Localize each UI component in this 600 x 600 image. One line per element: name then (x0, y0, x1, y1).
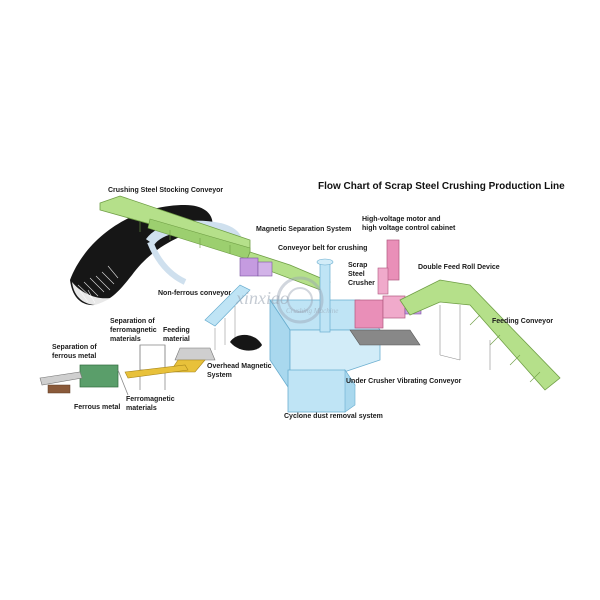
label-magnetic-separation: Magnetic Separation System (256, 226, 352, 233)
label-sep-ferro-1: Separation of (110, 318, 155, 325)
label-sep-ferrous-2: ferrous metal (52, 353, 97, 360)
label-cyclone: Cyclone dust removal system (284, 413, 383, 420)
cyclone-dust-system (287, 258, 356, 413)
scrap-arc-lower (147, 240, 187, 285)
diagram-title: Flow Chart of Scrap Steel Crushing Produ… (318, 181, 565, 192)
label-sep-ferro-3: materials (110, 336, 141, 343)
label-feeding-material-1: Feeding (163, 327, 190, 334)
label-feeding-material-2: material (163, 336, 190, 343)
watermark-logo (276, 276, 324, 324)
label-feeding-conveyor: Feeding Conveyor (492, 318, 554, 325)
label-ferrous-metal: Ferrous metal (74, 404, 121, 411)
label-overhead-2: System (207, 372, 232, 379)
feeding-conveyor (399, 279, 561, 391)
watermark-subtext: Crushing Machine (286, 307, 339, 315)
label-under-crusher-conveyor: Under Crusher Vibrating Conveyor (346, 378, 462, 385)
label-hv-motor-1: High-voltage motor and (362, 216, 441, 223)
ferrous-separation-station (39, 364, 129, 396)
label-conveyor-belt-crushing: Conveyor belt for crushing (278, 245, 368, 252)
overhead-magnetic-system (230, 334, 262, 351)
label-ferromagnetic-1: Ferromagnetic (126, 396, 175, 403)
label-double-feed-roll: Double Feed Roll Device (418, 264, 500, 271)
ferromagnetic-separation-frame (124, 344, 189, 390)
label-scrap-1: Scrap (348, 262, 368, 269)
label-scrap-3: Crusher (348, 280, 375, 287)
label-non-ferrous-conveyor: Non-ferrous conveyor (158, 290, 232, 297)
scrap-steel-crusher (349, 295, 421, 346)
stocking-conveyor (99, 195, 251, 261)
label-hv-motor-2: high voltage control cabinet (362, 225, 456, 232)
label-ferromagnetic-2: materials (126, 405, 157, 412)
label-overhead-1: Overhead Magnetic (207, 363, 272, 370)
non-ferrous-conveyor (204, 284, 251, 350)
label-sep-ferro-2: ferromagnetic (110, 327, 157, 334)
magnetic-separation-unit (239, 257, 273, 277)
watermark-text: xinxiao (236, 288, 289, 308)
label-stocking-conveyor: Crushing Steel Stocking Conveyor (108, 187, 224, 194)
label-scrap-2: Steel (348, 271, 365, 278)
hv-motor-cabinet (377, 239, 400, 295)
label-sep-ferrous-1: Separation of (52, 344, 97, 351)
